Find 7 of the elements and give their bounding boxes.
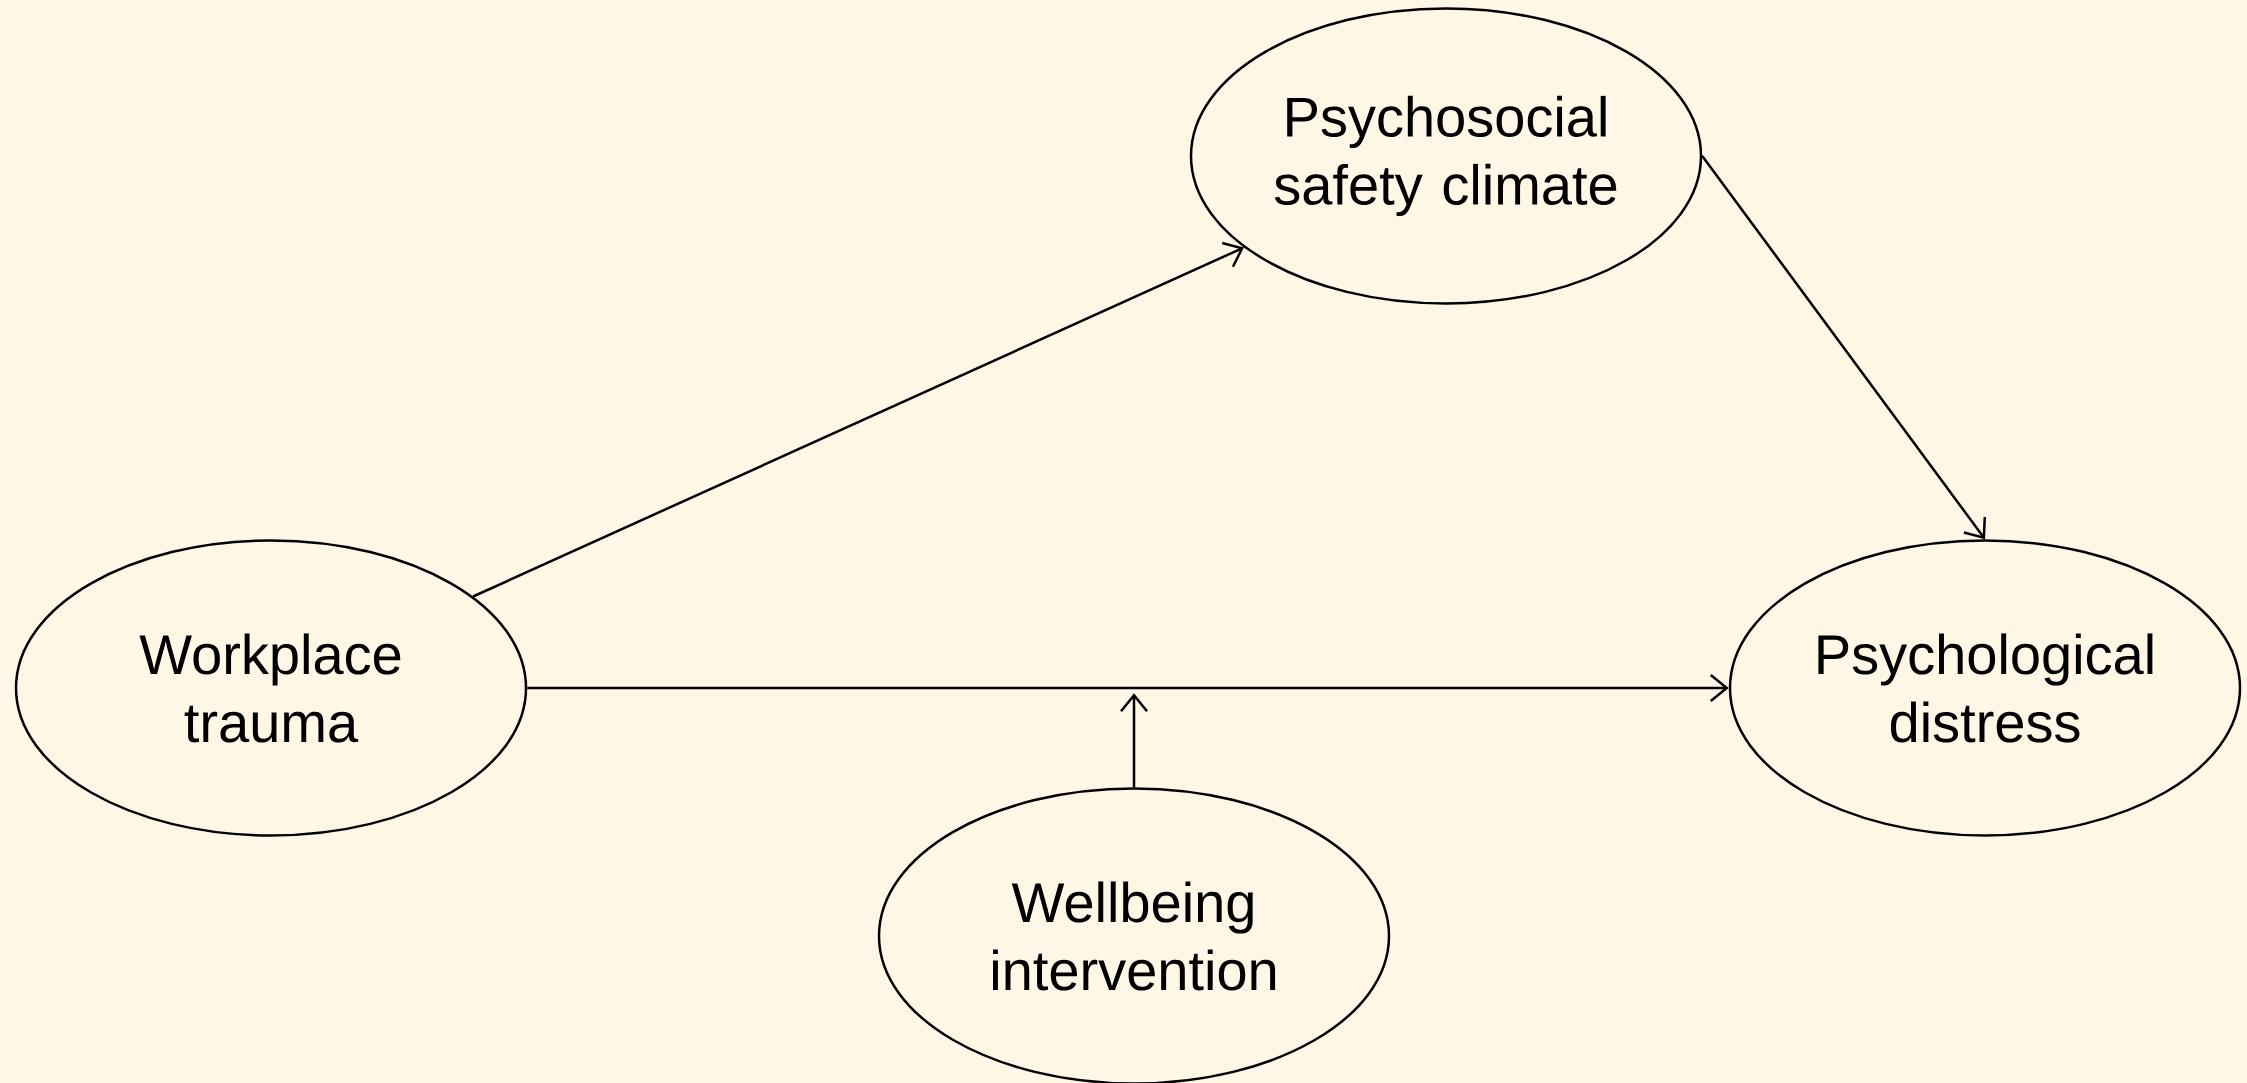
ellipse-node: Psychological distress [1728,539,2242,837]
arrow [527,674,1729,702]
arrow [472,241,1244,598]
arrow [1120,693,1148,788]
ellipse-node: Psychosocial safety climate [1189,7,1703,305]
arrow [1701,155,1987,540]
ellipse-node: Workplace trauma [14,539,528,837]
